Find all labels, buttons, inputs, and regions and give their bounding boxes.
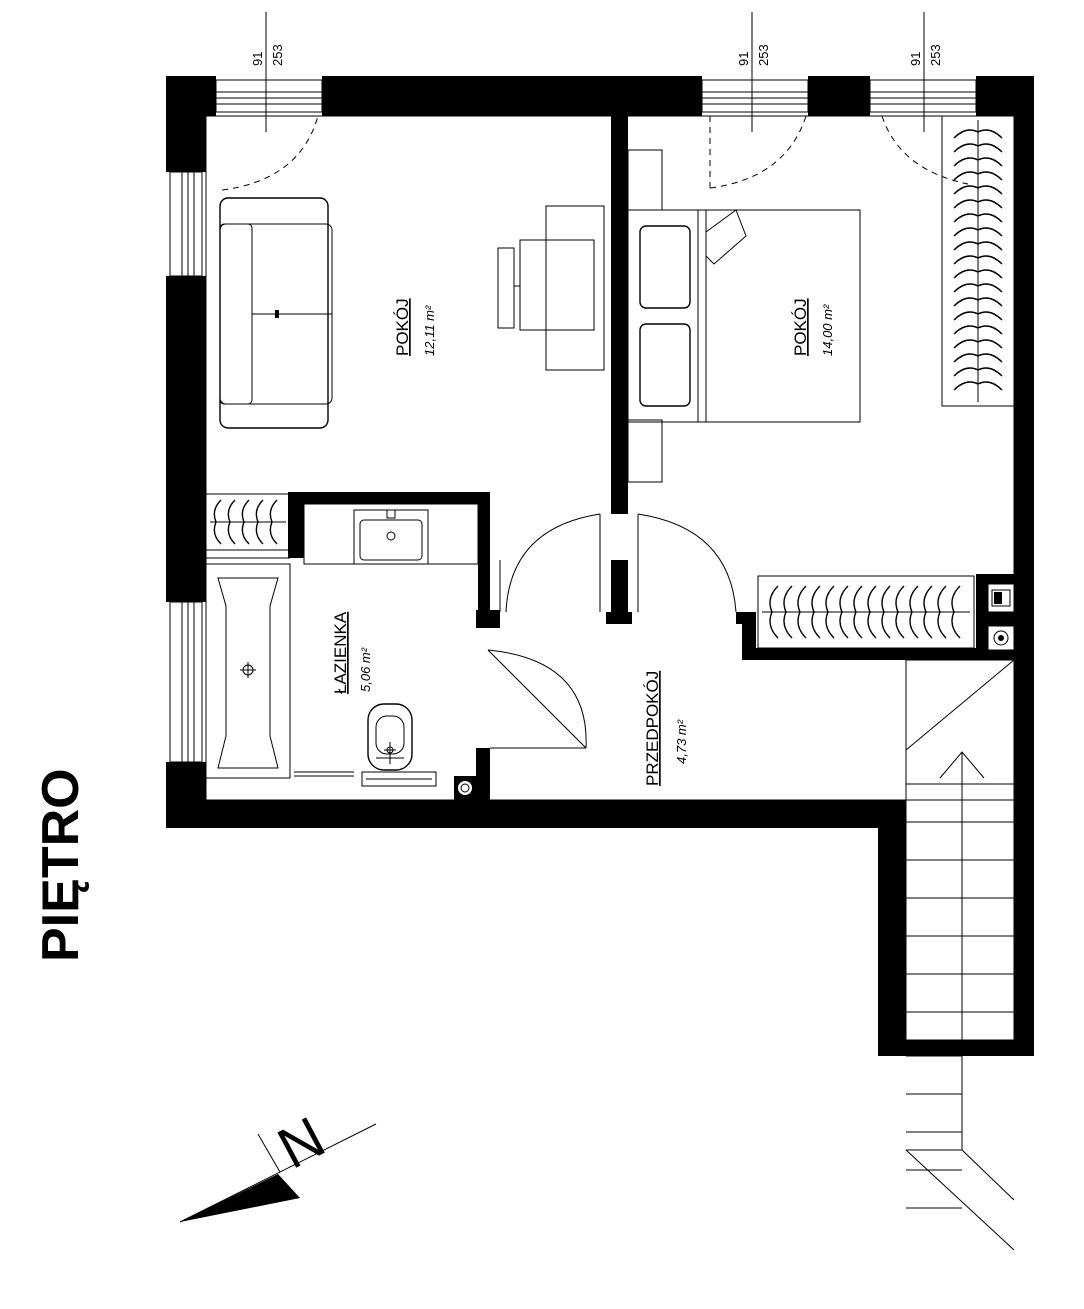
bed — [627, 149, 861, 483]
wall-bath-top — [290, 492, 490, 504]
windows — [169, 79, 977, 763]
window-height: 253 — [756, 44, 771, 66]
room-area-living: 12,11 m² — [422, 305, 437, 356]
bathtub — [205, 557, 291, 779]
window-top-2 — [701, 79, 809, 113]
sofa — [219, 197, 333, 429]
ventilation-bathroom — [454, 776, 476, 800]
wall-partition-low — [611, 560, 628, 624]
compass-icon: N — [179, 1104, 377, 1223]
room-name-bedroom: POKÓJ — [791, 298, 810, 356]
wardrobe-bedroom-right — [941, 115, 1015, 407]
wall-partition-rooms — [611, 116, 628, 514]
wall-bath-right-low-jamb — [476, 748, 490, 760]
window-sill-height: 91 — [250, 52, 265, 66]
walls — [166, 76, 1034, 1056]
room-name-hallway: PRZEDPOKÓJ — [643, 671, 662, 786]
wall-stair-left — [878, 800, 906, 1056]
staircase — [905, 659, 1015, 1251]
window-sill-height: 91 — [908, 52, 923, 66]
doors — [487, 513, 737, 749]
room-name-living: POKÓJ — [393, 298, 412, 356]
wall-bedroom-bottom — [742, 648, 1034, 660]
wall-stair-bottom — [878, 1040, 1034, 1056]
wall-bath-top-stub — [288, 492, 304, 558]
wall-left-middle — [166, 276, 206, 602]
window-dimension-1: 91 253 — [250, 12, 285, 132]
wall-bottom — [166, 800, 906, 828]
sink — [303, 503, 479, 565]
window-top-3 — [869, 79, 977, 113]
room-area-bathroom: 5,06 m² — [358, 647, 373, 692]
wall-right — [1014, 76, 1034, 656]
wall-left-top — [166, 76, 206, 172]
window-dimension-3: 91 253 — [908, 12, 943, 132]
window-left-1 — [169, 171, 203, 277]
wardrobe-living-small — [205, 493, 291, 551]
desk — [497, 205, 605, 371]
floor-title: PIĘTRO — [32, 768, 90, 962]
wall-bath-right-jamb — [476, 610, 500, 628]
window-swings — [221, 115, 969, 191]
compass-north-label: N — [268, 1104, 336, 1181]
window-height: 253 — [270, 44, 285, 66]
window-dimension-2: 91 253 — [736, 12, 771, 132]
wardrobe-bedroom-bottom — [757, 575, 975, 649]
wall-bath-right — [478, 492, 490, 612]
wall-bath-right-low — [476, 748, 490, 802]
wall-stair-right — [1014, 640, 1034, 1056]
window-height: 253 — [928, 44, 943, 66]
shaft-devices — [987, 583, 1015, 651]
wall-top-middle — [322, 76, 702, 116]
window-left-2 — [169, 601, 203, 763]
toilet — [294, 703, 437, 787]
window-sill-height: 91 — [736, 52, 751, 66]
wall-bedroom-jamb-cap — [736, 612, 756, 624]
wall-top-pier — [808, 76, 870, 116]
window-top-1 — [215, 79, 323, 113]
room-name-bathroom: ŁAZIENKA — [331, 611, 350, 694]
room-area-bedroom: 14,00 m² — [820, 304, 835, 356]
room-area-hallway: 4,73 m² — [674, 719, 689, 764]
